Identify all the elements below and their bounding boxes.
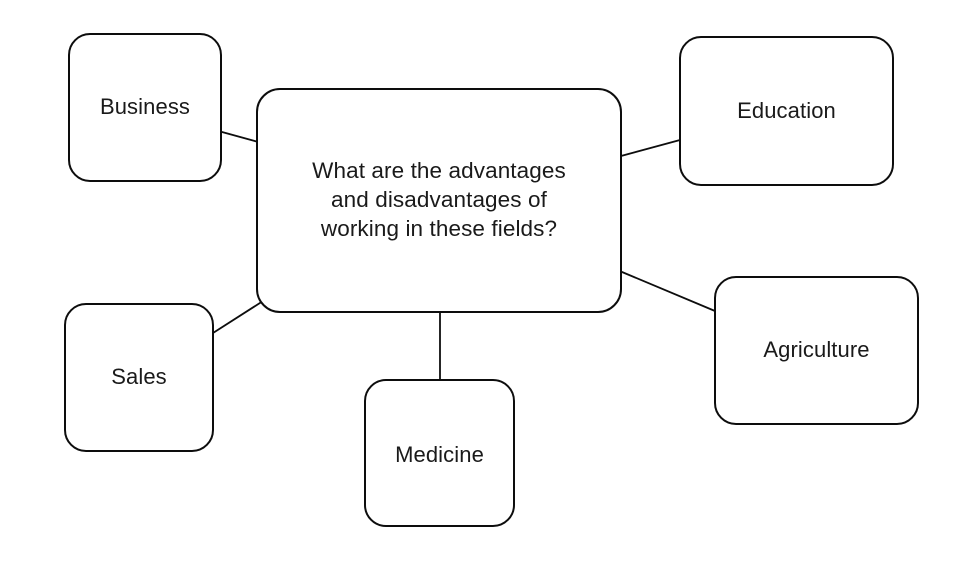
connector-center-to-agriculture bbox=[621, 271, 716, 312]
branch-node-sales[interactable]: Sales bbox=[64, 303, 214, 452]
central-question-line-1: What are the advantages bbox=[312, 158, 566, 184]
connector-center-to-education bbox=[620, 139, 681, 157]
branch-label-education: Education bbox=[737, 97, 836, 123]
branch-label-medicine: Medicine bbox=[395, 442, 484, 467]
branch-label-business: Business bbox=[99, 94, 191, 119]
connector-sales-to-center bbox=[212, 300, 264, 334]
branch-label-sales: Sales bbox=[111, 364, 167, 390]
branch-label-agriculture: Agriculture bbox=[763, 337, 870, 363]
central-question-line-2: and disadvantages of bbox=[331, 187, 547, 213]
branch-node-agriculture[interactable]: Agriculture bbox=[714, 276, 919, 425]
branch-node-business[interactable]: Business bbox=[68, 33, 222, 182]
central-question-label: What are the advantages and disadvantage… bbox=[258, 157, 620, 243]
central-question-node[interactable]: What are the advantages and disadvantage… bbox=[256, 88, 622, 313]
branch-node-education[interactable]: Education bbox=[679, 36, 894, 186]
branch-node-medicine[interactable]: Medicine bbox=[364, 379, 515, 527]
central-question-line-3: working in these fields? bbox=[320, 215, 558, 241]
connector-business-to-center bbox=[221, 131, 263, 144]
